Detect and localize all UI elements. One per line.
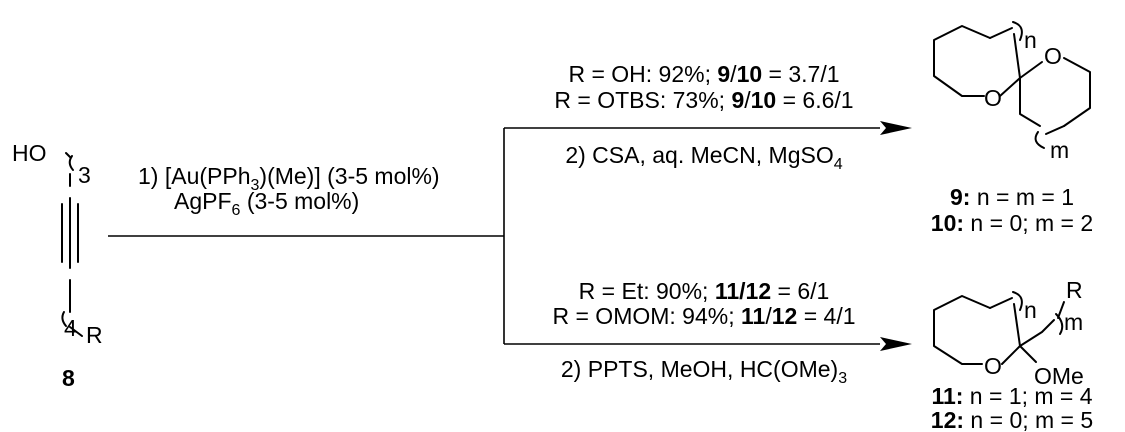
lower-condition-1: R = Et: 90%; 11/12 = 6/1 <box>579 278 830 304</box>
product-label-10: 10: n = 0; m = 2 <box>931 210 1093 236</box>
o-ketal-bond <box>1001 345 1021 365</box>
subscript-m: m <box>1050 137 1069 163</box>
ring-oxygen: O <box>984 353 1002 379</box>
starting-material-8: HO 3 4 R 8 <box>12 140 103 391</box>
subscript-3: 3 <box>78 162 91 188</box>
ring-o-spiro-bond <box>999 77 1021 97</box>
bracket-m <box>1055 313 1064 335</box>
r-bond <box>69 326 83 337</box>
methyl-ketal-structure: O n m R OMe <box>933 277 1084 389</box>
upper-condition-3: 2) CSA, aq. MeCN, MgSO4 <box>565 142 842 173</box>
ring-bonds <box>933 295 991 365</box>
r-group: R <box>1066 277 1083 303</box>
right-ring-bonds <box>1063 57 1091 127</box>
subscript-n: n <box>1024 27 1037 53</box>
hydroxyl-label: HO <box>12 140 47 166</box>
ome-bond <box>1019 345 1037 363</box>
bracket-m <box>1034 131 1045 149</box>
step1-conditions: 1) [Au(PPh3)(Me)] (3-5 mol%) AgPF6 (3-5 … <box>138 163 440 219</box>
ho-bond <box>65 152 71 158</box>
compound-number-8: 8 <box>62 365 75 391</box>
bracket-n <box>1012 291 1023 311</box>
chain-m-bond <box>1045 125 1065 135</box>
lower-conditions: R = Et: 90%; 11/12 = 6/1 R = OMOM: 94%; … <box>552 278 855 387</box>
left-ring-bonds <box>933 25 991 97</box>
bracket-n <box>1012 21 1023 41</box>
product-label-11: 11: n = 1; m = 4 <box>931 383 1092 409</box>
upper-condition-1: R = OH: 92%; 9/10 = 3.7/1 <box>568 61 839 87</box>
product-label-9: 9: n = m = 1 <box>950 184 1074 210</box>
spiro-o-bond <box>1019 61 1043 79</box>
upper-arrowhead <box>880 121 912 135</box>
lower-condition-3: 2) PPTS, MeOH, HC(OMe)3 <box>561 356 847 387</box>
bracket-4 <box>61 311 67 327</box>
spiro-upper-bond <box>1013 33 1021 79</box>
upper-condition-2: R = OTBS: 73%; 9/10 = 6.6/1 <box>554 87 853 113</box>
r-bond <box>1057 301 1065 319</box>
step1-line1: 1) [Au(PPh3)(Me)] (3-5 mol%) <box>138 163 440 194</box>
lower-condition-2: R = OMOM: 94%; 11/12 = 4/1 <box>552 303 855 329</box>
chain-n-bond <box>989 27 1013 39</box>
methoxy-label: OMe <box>1034 363 1084 389</box>
bracket-3 <box>68 155 74 171</box>
subscript-m: m <box>1064 309 1083 335</box>
product-label-12: 12: n = 0; m = 5 <box>931 407 1093 432</box>
r-group: R <box>86 322 103 348</box>
chain-n-bond <box>989 297 1013 309</box>
side-chain-bond <box>1019 319 1055 347</box>
subscript-n: n <box>1024 297 1037 323</box>
ketal-upper-bond <box>1013 303 1021 347</box>
upper-conditions: R = OH: 92%; 9/10 = 3.7/1 R = OTBS: 73%;… <box>554 61 853 173</box>
lower-arrowhead <box>880 337 912 351</box>
step1-line2: AgPF6 (3-5 mol%) <box>174 188 359 219</box>
spiro-lower-bonds <box>1019 77 1041 127</box>
reaction-arrows <box>108 121 912 351</box>
ring-oxygen-2: O <box>1044 43 1062 69</box>
ring-oxygen-1: O <box>984 85 1002 111</box>
spiroketal-structure: O n O m <box>933 21 1091 163</box>
